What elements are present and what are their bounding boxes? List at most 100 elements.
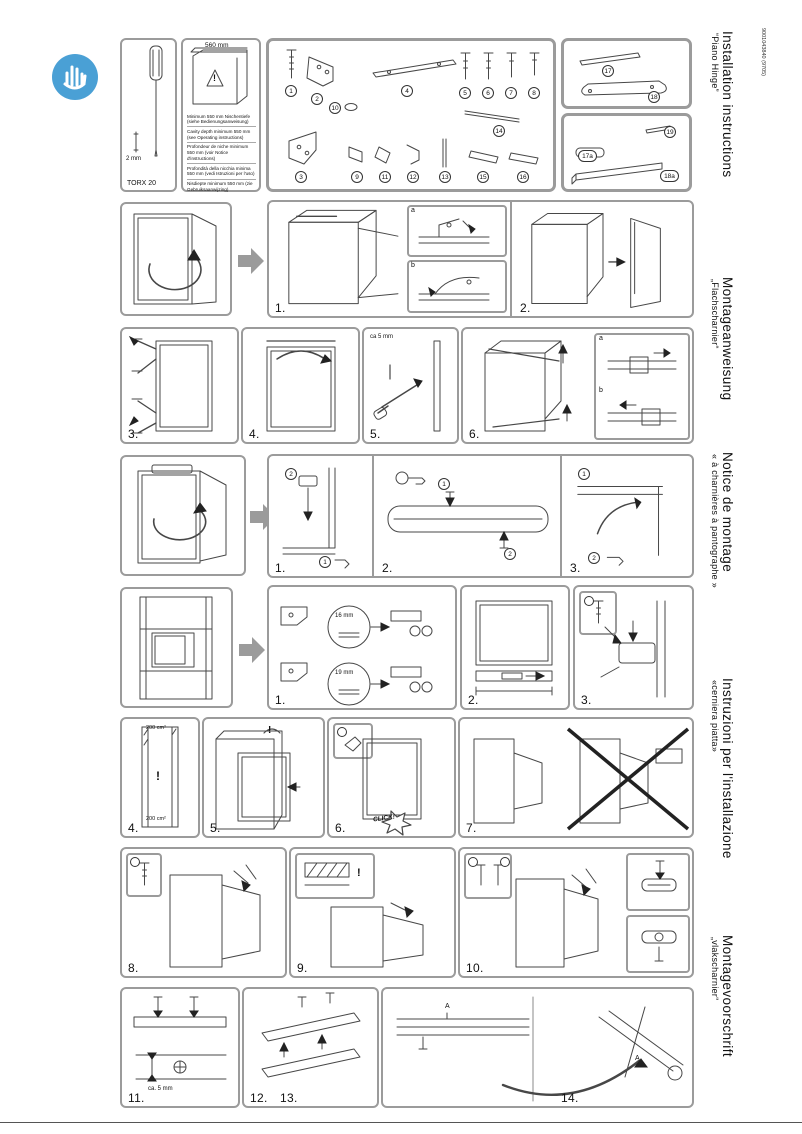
- part-number: 12: [407, 171, 419, 183]
- step-panel-6: a b 6.: [461, 327, 694, 444]
- detail-inset-ab: a b: [594, 333, 690, 440]
- pantograph-door-sketch: [137, 464, 227, 564]
- step-label: 5.: [370, 427, 381, 441]
- detail-inset-b: b: [407, 260, 507, 313]
- step-panel-14: A A 14.: [381, 987, 694, 1108]
- clip-callout-inset: [333, 723, 373, 759]
- title-it-main: Instruzioni per l'installazione: [720, 678, 735, 859]
- parts-panel-main: 1 2 4 5 6 7 8 10 14 3 9 11 12 13 15 16: [266, 38, 556, 192]
- part-number: 1: [285, 85, 297, 97]
- situation-panel-built-in: [120, 587, 233, 708]
- parts-panel-side-bottom: 17a 19 18a: [561, 113, 692, 192]
- ventilation-sketch: [141, 726, 179, 828]
- title-fr-sub: « à charnières à pantographe »: [710, 454, 720, 589]
- vent-area-bottom-label: 200 cm²: [146, 816, 166, 822]
- part-ref-circle: [337, 727, 347, 737]
- door-hinge-screw-sketch: [169, 864, 261, 968]
- slot-screw-sketch: [641, 860, 677, 892]
- step-panel-click: CLICK! 6.: [327, 717, 456, 838]
- step-panel-p3: 1 2 3.: [564, 456, 692, 576]
- step-panel-p2: 1 2 2.: [376, 456, 562, 576]
- part-number: 19: [664, 126, 676, 138]
- screw-callout-inset: [579, 591, 617, 635]
- screws-callout-inset: [464, 853, 512, 899]
- slider-detail-sketch: [607, 348, 677, 426]
- screws-icon: [476, 864, 503, 886]
- step-group-p1-p3: 2 1 1. 1 2 2.: [267, 454, 694, 578]
- base-rail-sketch: [475, 600, 553, 696]
- door-hinge-screws-sketch: [515, 868, 599, 968]
- step-label: 11.: [128, 1091, 145, 1105]
- tool-panel: 2 mm TORX 20: [120, 38, 177, 192]
- cover-strips-sketch: [261, 992, 361, 1078]
- part-number: 2: [311, 93, 323, 105]
- step-panel-wrong-right: 7.: [458, 717, 694, 838]
- part-ref: 1: [578, 468, 590, 480]
- top-corner-sketch: [577, 485, 663, 566]
- title-de: Montageanweisung „Flachscharnier“: [710, 277, 735, 457]
- part-number: 14: [493, 125, 505, 137]
- warning-mark: !: [156, 769, 160, 783]
- part-ref: 2: [588, 552, 600, 564]
- step-panel-4: 4.: [241, 327, 360, 444]
- detail-letter: b: [599, 387, 603, 394]
- hinge-orientation-sketch: [473, 727, 690, 831]
- step-panel-vent: 200 cm² ! 200 cm² 4.: [120, 717, 200, 838]
- step-label: 1.: [275, 301, 286, 315]
- step-panel-insert: ! 5.: [202, 717, 325, 838]
- title-de-main: Montageanweisung: [720, 277, 735, 401]
- glove-badge: [52, 54, 98, 100]
- clip-icon: [344, 736, 362, 752]
- step-label: 10.: [466, 961, 484, 975]
- parts-sketch: [286, 49, 540, 168]
- step-label: 3.: [128, 427, 139, 441]
- door-align-sketch: [396, 996, 684, 1102]
- slot-screw-sketch: [641, 930, 677, 962]
- title-nl-main: Montagevoorschrift: [720, 935, 735, 1058]
- part-number: 4: [401, 85, 413, 97]
- title-nl-sub: „vlakscharnier“: [710, 937, 720, 1001]
- doc-number: 9001043840 (9705): [760, 28, 766, 77]
- step-label: 3.: [581, 693, 592, 707]
- step-panel-q2: 2.: [460, 585, 570, 710]
- part-number: 16: [517, 171, 529, 183]
- detail-letter: a: [599, 335, 603, 342]
- screw-callout-inset: [126, 853, 162, 897]
- gap-dimension-label: ca. 5 mm: [148, 1086, 173, 1092]
- step-label: 7.: [466, 821, 477, 835]
- bit-size-label: 2 mm: [126, 156, 141, 162]
- title-en: Installation instructions “Piano Hinge”: [710, 31, 735, 281]
- step-label: 13.: [280, 1091, 298, 1105]
- step-panel-3: 3.: [120, 327, 239, 444]
- situation-panel-open-door: [120, 202, 232, 316]
- part-ref-circle: [500, 857, 510, 867]
- title-en-main: Installation instructions: [720, 31, 735, 178]
- cabinet-niche-sketch: [139, 596, 213, 700]
- cavity-warning-mark: !: [213, 73, 216, 83]
- step-label: 1.: [275, 561, 286, 575]
- step-panel-q1: 16 mm 19 mm 1.: [267, 585, 457, 710]
- detail-inset-a: a: [407, 205, 507, 257]
- slot-detail-inset-top: [626, 853, 690, 911]
- step-label: 6.: [335, 821, 346, 835]
- reference-letter-A: A: [445, 1003, 450, 1010]
- part-number: 11: [379, 171, 391, 183]
- part-ref: 1: [438, 478, 450, 490]
- step-panel-8: 8.: [120, 847, 287, 978]
- corner-part-sketch: [282, 467, 350, 569]
- cavity-panel: 560 mm ! Minimum 550 mm Nischentiefe (si…: [181, 38, 261, 192]
- part-number: 7: [505, 87, 517, 99]
- door-hinge-sketch: [330, 902, 424, 968]
- gauge-16mm-label: 16 mm: [335, 613, 354, 619]
- step-label: 2.: [520, 301, 531, 315]
- part-number: 17a: [578, 150, 597, 162]
- bracket-gauge-sketch: [280, 605, 433, 706]
- title-it-sub: «cerniera piatta»: [710, 680, 720, 753]
- step-label: 5.: [210, 821, 221, 835]
- note-it: Profondità della nicchia minima 550 mm (…: [187, 163, 256, 178]
- part-number: 13: [439, 171, 451, 183]
- step-label: 1.: [275, 693, 286, 707]
- note-en: Cavity depth minimum 550 mm (see Operati…: [187, 126, 256, 141]
- top-screws-gap-sketch: [133, 996, 227, 1082]
- step-label: 8.: [128, 961, 139, 975]
